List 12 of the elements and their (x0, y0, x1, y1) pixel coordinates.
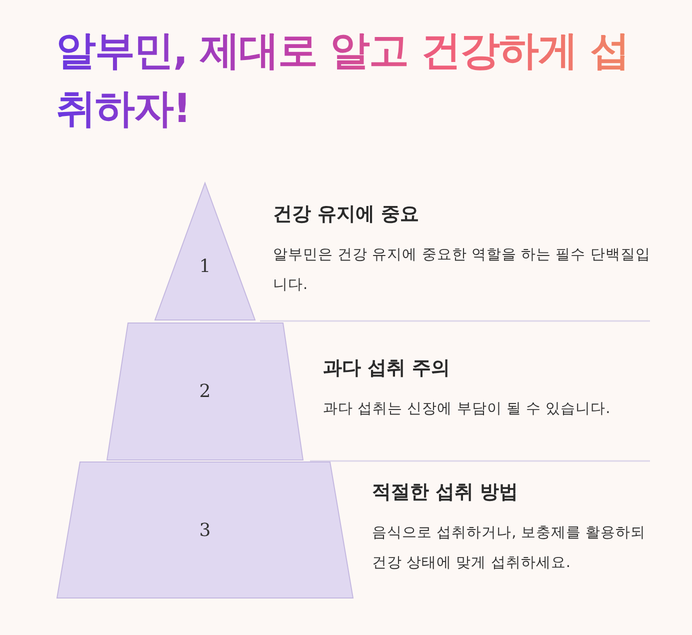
tier-heading: 과다 섭취 주의 (323, 356, 452, 381)
tier-number: 3 (199, 520, 211, 540)
tier-heading: 적절한 섭취 방법 (372, 480, 520, 505)
tier-number: 2 (199, 381, 211, 402)
tier-heading: 건강 유지에 중요 (273, 202, 420, 227)
pyramid-tier (107, 323, 303, 460)
tier-description: 음식으로 섭취하거나, 보충제를 활용하되 건강 상태에 맞게 섭취하세요. (372, 524, 646, 573)
tier-number: 1 (199, 256, 211, 277)
pyramid-tier (155, 183, 255, 320)
tier-description: 알부민은 건강 유지에 중요한 역할을 하는 필수 단백질입니다. (273, 246, 652, 295)
tier-description: 과다 섭취는 신장에 부담이 될 수 있습니다. (323, 400, 612, 419)
pyramid-tier (57, 462, 353, 598)
